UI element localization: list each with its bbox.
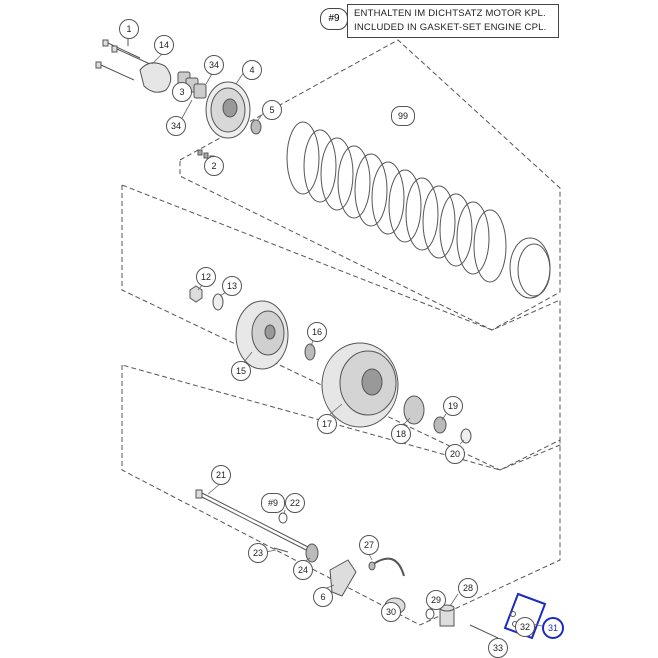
callout-15[interactable]: 15	[231, 361, 251, 381]
callout-14[interactable]: 14	[154, 35, 174, 55]
screw-33	[469, 624, 499, 639]
callout-29[interactable]: 29	[426, 590, 446, 610]
gasket-note-box: ENTHALTEN IM DICHTSATZ MOTOR KPL. INCLUD…	[347, 4, 559, 38]
callout-3[interactable]: 3	[172, 82, 192, 102]
note-ref-badge: #9	[320, 8, 348, 30]
bearing-5	[250, 119, 262, 135]
nut-12	[189, 285, 203, 303]
push-rod-21	[195, 489, 311, 553]
clutch-plates-99	[286, 121, 507, 283]
callout-30[interactable]: 30	[381, 602, 401, 622]
callout-5[interactable]: 5	[262, 100, 282, 120]
callout-21[interactable]: 21	[211, 465, 231, 485]
washer-13	[212, 293, 224, 311]
group-box-hub	[121, 184, 561, 471]
callout-33[interactable]: 33	[488, 638, 508, 658]
spring-30	[371, 557, 405, 577]
lever-6	[329, 559, 357, 597]
callout-4[interactable]: 4	[242, 60, 262, 80]
bushing-27	[368, 561, 376, 571]
washer-16	[304, 343, 316, 361]
callout-31-highlighted[interactable]: 31	[542, 617, 564, 639]
note-line-de: ENTHALTEN IM DICHTSATZ MOTOR KPL.	[354, 8, 546, 19]
callout-18[interactable]: 18	[391, 424, 411, 444]
note-line-en: INCLUDED IN GASKET-SET ENGINE CPL.	[354, 22, 547, 33]
callout-34-top[interactable]: 34	[204, 55, 224, 75]
callout-20[interactable]: 20	[445, 444, 465, 464]
callout-6[interactable]: 6	[313, 587, 333, 607]
callout-2[interactable]: 2	[204, 156, 224, 176]
cover-14	[139, 62, 172, 93]
bolt-1	[95, 39, 151, 81]
o-ring-29	[425, 608, 435, 620]
gear-18	[403, 395, 425, 425]
callout-99[interactable]: 99	[391, 106, 415, 126]
callout-16[interactable]: 16	[307, 322, 327, 342]
pin-23	[273, 547, 289, 553]
callout-ref-9[interactable]: #9	[261, 493, 285, 513]
callout-17[interactable]: 17	[317, 414, 337, 434]
clutch-basket-17	[321, 342, 399, 428]
group-box-plates	[179, 39, 561, 331]
o-ring-22	[278, 512, 288, 524]
callout-24[interactable]: 24	[293, 560, 313, 580]
callout-13[interactable]: 13	[222, 276, 242, 296]
callout-23[interactable]: 23	[248, 543, 268, 563]
callout-1[interactable]: 1	[119, 19, 139, 39]
washer-20	[460, 428, 472, 444]
group-box-shaft	[121, 364, 561, 626]
callout-32[interactable]: 32	[515, 617, 535, 637]
seal-24	[305, 543, 319, 563]
bushing-19	[433, 416, 447, 434]
callout-28[interactable]: 28	[458, 578, 478, 598]
callout-34-lower[interactable]: 34	[166, 116, 186, 136]
pressure-plate-4	[205, 81, 251, 139]
ring-plate	[509, 237, 551, 299]
callout-19[interactable]: 19	[443, 396, 463, 416]
callout-12[interactable]: 12	[196, 267, 216, 287]
inner-hub-15	[235, 300, 289, 370]
callout-22[interactable]: 22	[285, 493, 305, 513]
callout-27[interactable]: 27	[359, 535, 379, 555]
